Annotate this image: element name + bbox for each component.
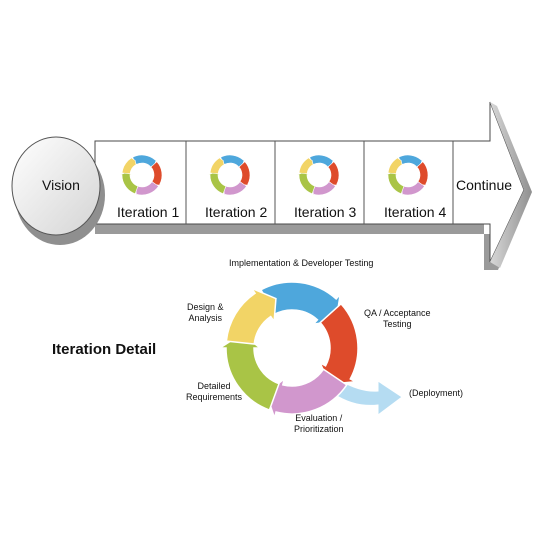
continue-label: Continue [456, 177, 513, 193]
mini-arrow-design [121, 156, 137, 175]
iteration-detail-cycle [217, 281, 403, 421]
deployment-label: (Deployment) [409, 388, 464, 398]
iteration-cycle-icon [385, 154, 429, 197]
phase-label-requirements: Detailed Requirements [186, 381, 243, 403]
deployment-arrow [333, 377, 403, 416]
mini-arrow-design [209, 156, 225, 175]
phase-label-implementation: Implementation & Developer Testing [229, 258, 374, 268]
phase-label-design: Design & Analysis [187, 302, 224, 324]
mini-arrow-design [298, 156, 314, 175]
detail-arrow-evaluation [265, 368, 348, 421]
detail-arrow-design [225, 286, 277, 345]
iteration-label: Iteration 4 [384, 204, 447, 220]
phase-label-qa: QA / Acceptance Testing [364, 308, 431, 330]
timeline-arrow-shadow [95, 197, 528, 270]
vision-circle-body [11, 136, 101, 236]
iteration-cycle-icon [207, 154, 251, 197]
mini-arrow-design [387, 156, 403, 175]
vision-circle [11, 136, 105, 245]
vision-label: Vision [42, 177, 80, 193]
iteration-cycle-icons [119, 154, 429, 197]
timeline-arrow-tip-shade [490, 102, 532, 268]
iteration-cycle-icon [119, 154, 163, 197]
iteration-cycle-icon [296, 154, 340, 197]
iteration-label: Iteration 3 [294, 204, 357, 220]
iteration-label: Iteration 2 [205, 204, 268, 220]
timeline-arrow [94, 101, 532, 270]
iteration-label: Iteration 1 [117, 204, 180, 220]
iteration-detail-title: Iteration Detail [52, 341, 157, 358]
phase-label-evaluation: Evaluation / Prioritization [294, 413, 344, 435]
